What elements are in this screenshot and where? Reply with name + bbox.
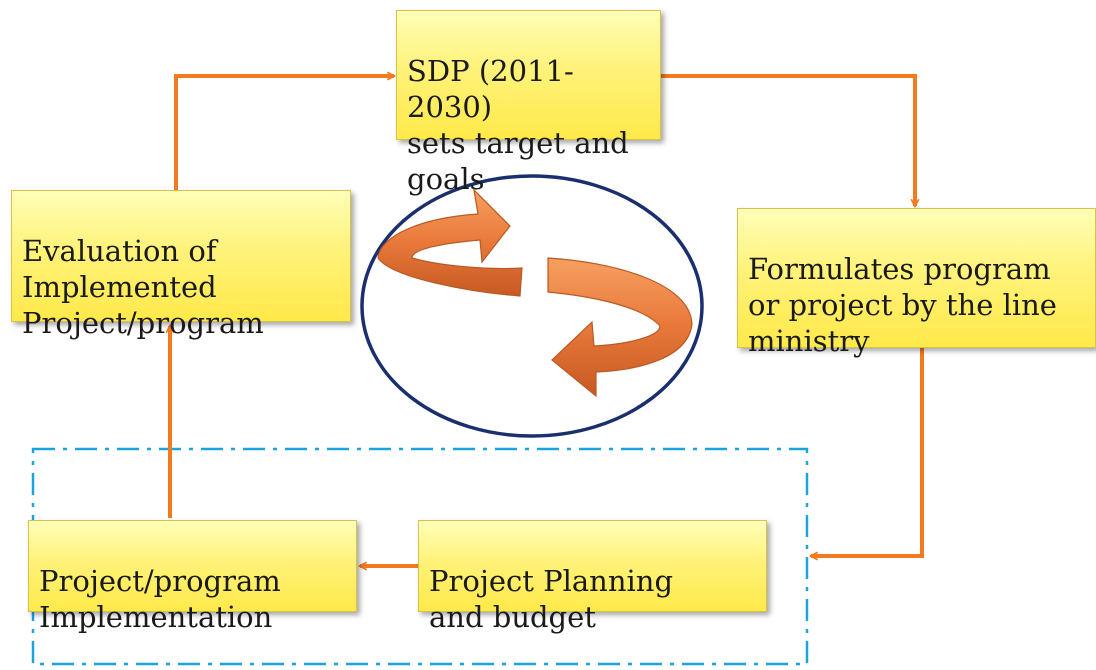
sdp-targets-text: SDP (2011-2030) sets target and goals xyxy=(407,54,629,196)
cycle-arrow-lower xyxy=(547,257,693,398)
evaluation-box: Evaluation of Implemented Project/progra… xyxy=(11,190,351,340)
formulate-program-box: Formulates program or project by the lin… xyxy=(737,208,1096,358)
sdp-targets-box: SDP (2011-2030) sets target and goals xyxy=(396,10,661,196)
dashed-frame xyxy=(31,447,809,666)
implementation-box: Project/program Implementation xyxy=(28,520,357,634)
formulate-program-text: Formulates program or project by the lin… xyxy=(748,252,1057,358)
connector-evaluation-to-sdp xyxy=(174,76,394,190)
project-planning-box: Project Planning and budget xyxy=(418,520,767,634)
cycle-arrows-icon xyxy=(360,174,704,438)
project-planning-text: Project Planning and budget xyxy=(429,564,674,634)
cycle-arrow-upper xyxy=(377,188,523,297)
connector-formulate-to-planning xyxy=(811,348,924,556)
evaluation-text: Evaluation of Implemented Project/progra… xyxy=(22,234,264,340)
implementation-text: Project/program Implementation xyxy=(39,564,281,634)
connector-sdp-to-formulate xyxy=(661,74,915,206)
